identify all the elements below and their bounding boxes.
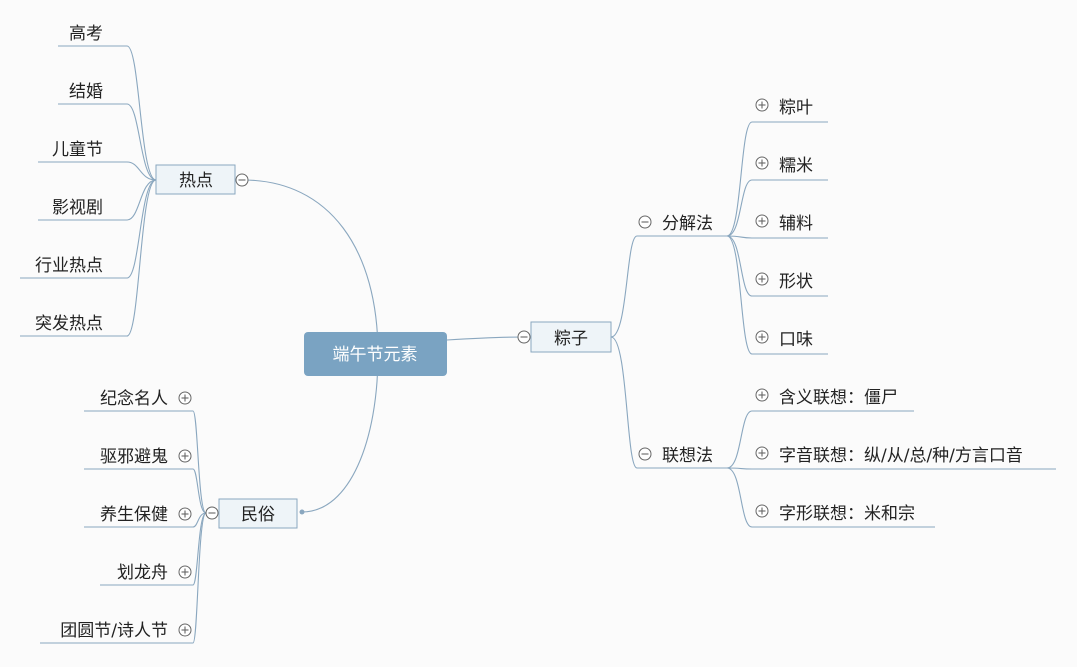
- leaf-associate-0: 含义联想：僵尸: [779, 388, 898, 408]
- expand-icon[interactable]: [755, 388, 769, 402]
- branch-hotspot-5: [126, 179, 157, 337]
- expand-icon[interactable]: [755, 504, 769, 518]
- branch-root-zongzi: [446, 336, 526, 341]
- branch-hotspot-3: [126, 179, 157, 221]
- branch-hotspot-2: [126, 161, 157, 181]
- expand-icon[interactable]: [755, 214, 769, 228]
- leaf-associate-1: 字音联想：纵/从/总/种/方言口音: [779, 446, 1023, 466]
- branch-decompose-0: [726, 121, 753, 237]
- leaf-hotspot-5: 突发热点: [35, 314, 103, 334]
- root-topic-label: 端午节元素: [333, 345, 418, 365]
- expand-icon[interactable]: [755, 272, 769, 286]
- branch-hotspot-1: [126, 103, 157, 181]
- topic-custom-box: [218, 498, 298, 529]
- leaf-hotspot-1: 结婚: [69, 82, 103, 102]
- branch-associate-0: [726, 410, 753, 469]
- branch-decompose-4: [726, 235, 753, 355]
- leaf-decompose-2: 辅料: [779, 214, 813, 234]
- expand-icon[interactable]: [755, 446, 769, 460]
- subtopic-0-label: 分解法: [662, 214, 713, 234]
- collapse-icon[interactable]: [205, 506, 219, 520]
- leaf-hotspot-0: 高考: [69, 24, 103, 44]
- leaf-hotspot-2: 儿童节: [52, 140, 103, 160]
- expand-icon[interactable]: [178, 391, 192, 405]
- expand-icon[interactable]: [755, 156, 769, 170]
- topic-custom-label: 民俗: [241, 505, 275, 525]
- leaf-associate-2: 字形联想：米和宗: [779, 504, 915, 524]
- topic-hotspot[interactable]: 热点: [155, 164, 236, 195]
- branch-decompose-1: [726, 179, 753, 237]
- root-topic[interactable]: 端午节元素: [304, 332, 447, 376]
- expand-icon[interactable]: [178, 623, 192, 637]
- branch-decompose-2: [726, 235, 753, 239]
- branch-hotspot-4: [126, 179, 157, 279]
- leaf-decompose-3: 形状: [779, 272, 813, 292]
- branch-root-hotspot: [242, 179, 379, 355]
- topic-custom[interactable]: 民俗: [218, 498, 298, 529]
- collapse-icon[interactable]: [638, 447, 652, 461]
- collapse-icon[interactable]: [638, 215, 652, 229]
- branch-custom-0: [192, 410, 207, 514]
- branch-custom-4: [192, 512, 207, 644]
- leaf-hotspot-3: 影视剧: [52, 198, 103, 218]
- leaf-custom-2: 养生保健: [100, 505, 168, 525]
- branch-associate-1: [726, 467, 753, 470]
- leaf-custom-4: 团圆节/诗人节: [60, 621, 168, 641]
- branch-zongzi-sub-1: [610, 336, 638, 469]
- leaf-custom-0: 纪念名人: [100, 388, 168, 409]
- expand-icon[interactable]: [178, 565, 192, 579]
- topic-zongzi[interactable]: 粽子: [530, 321, 612, 353]
- leaf-custom-1: 驱邪避鬼: [100, 447, 168, 467]
- branch-root-custom: [301, 353, 379, 513]
- root-topic-box: [304, 332, 447, 376]
- leaf-decompose-0: 粽叶: [779, 98, 813, 118]
- collapse-icon[interactable]: [517, 330, 531, 344]
- branch-custom-2: [192, 512, 207, 528]
- branch-custom-1: [192, 468, 207, 514]
- topic-hotspot-box: [155, 164, 236, 195]
- leaf-custom-3: 划龙舟: [117, 563, 168, 583]
- leaf-decompose-1: 糯米: [779, 156, 813, 176]
- branch-zongzi-sub-0: [610, 235, 638, 338]
- branch-custom-3: [192, 512, 207, 586]
- expand-icon[interactable]: [755, 330, 769, 344]
- expand-icon[interactable]: [178, 449, 192, 463]
- branch-dot: [299, 509, 305, 515]
- branch-lines: [20, 45, 1056, 644]
- branch-hotspot-0: [126, 45, 157, 181]
- branch-associate-2: [726, 467, 753, 528]
- leaf-decompose-4: 口味: [779, 330, 813, 350]
- collapse-icon[interactable]: [235, 173, 249, 187]
- expand-icon[interactable]: [755, 98, 769, 112]
- topic-zongzi-box: [530, 321, 612, 353]
- topic-hotspot-label: 热点: [179, 171, 213, 191]
- leaf-hotspot-4: 行业热点: [35, 256, 103, 276]
- expand-icon[interactable]: [178, 507, 192, 521]
- subtopic-1-label: 联想法: [662, 446, 713, 466]
- topic-zongzi-label: 粽子: [554, 329, 588, 349]
- branch-decompose-3: [726, 235, 753, 297]
